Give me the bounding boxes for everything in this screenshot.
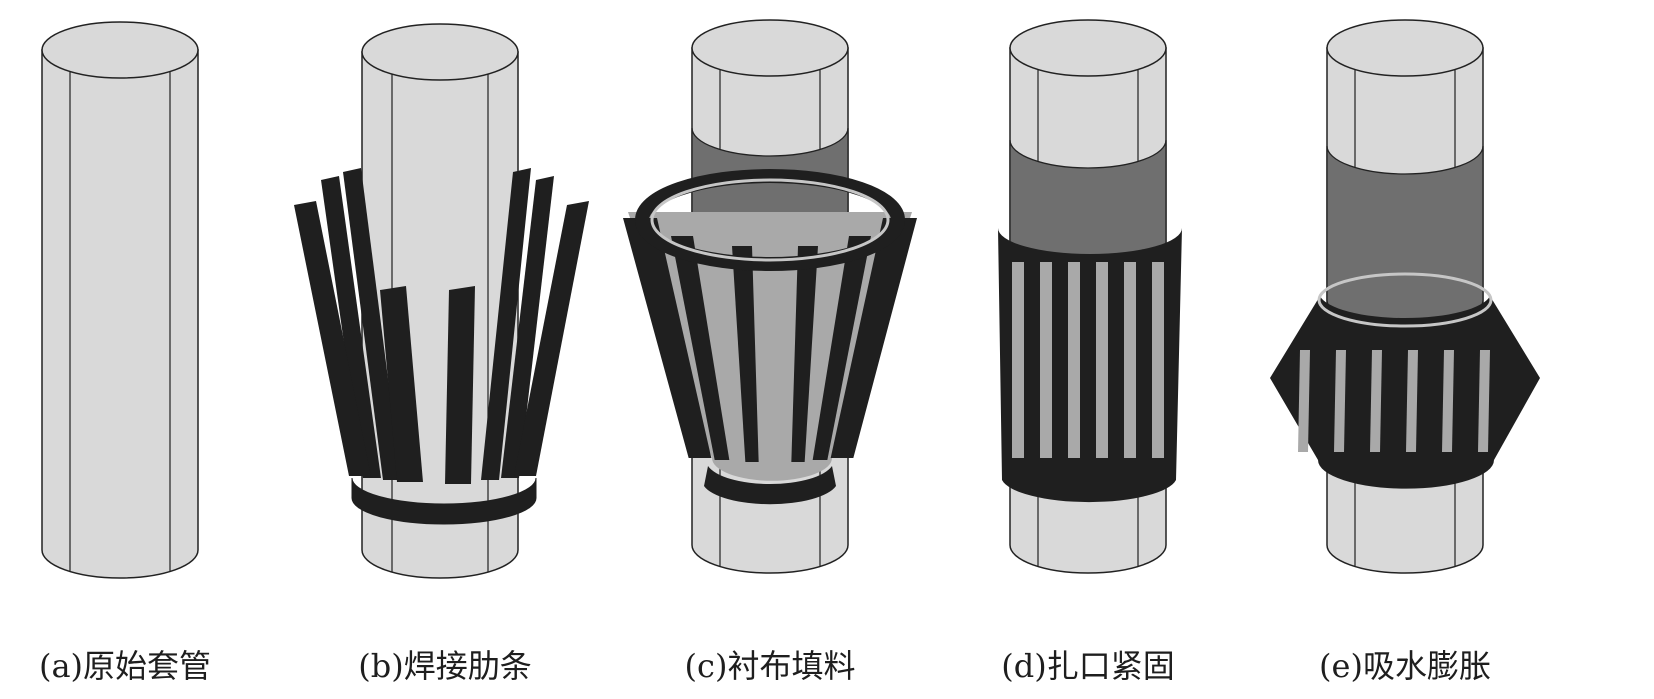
collar-b xyxy=(351,477,537,525)
gap-d-5 xyxy=(1152,262,1164,458)
panel-e xyxy=(1270,19,1540,574)
rib-b-6 xyxy=(380,286,423,482)
gap-e-2 xyxy=(1370,350,1382,452)
panel-a xyxy=(41,21,199,579)
casing-d-top xyxy=(1009,19,1167,77)
rib-b-3 xyxy=(501,176,554,478)
gap-d-0 xyxy=(1012,262,1024,458)
rim-inner-c xyxy=(650,178,890,262)
rib-b-5 xyxy=(514,201,589,476)
rim-e xyxy=(1317,272,1493,328)
rib-b-1 xyxy=(343,168,401,480)
gap-d-2 xyxy=(1068,262,1080,458)
gap-e-5 xyxy=(1478,350,1490,452)
panel-b xyxy=(294,23,589,579)
rib-b-7 xyxy=(445,286,475,484)
caption-e: (e)吸水膨胀 xyxy=(1319,647,1491,685)
caption-d: (d)扎口紧固 xyxy=(1001,647,1175,685)
rib-c-0 xyxy=(623,218,712,458)
caption-a: (a)原始套管 xyxy=(38,647,212,685)
casing-a-top xyxy=(41,21,199,79)
rib-b-2 xyxy=(481,168,531,480)
casing-c-top xyxy=(691,19,849,77)
gap-d-1 xyxy=(1040,262,1052,458)
collar-c xyxy=(704,466,836,505)
rib-c-2 xyxy=(732,246,759,462)
rib-c-3 xyxy=(791,246,818,462)
rib-c-5 xyxy=(830,218,917,458)
gap-e-4 xyxy=(1442,350,1454,452)
gap-e-0 xyxy=(1298,350,1310,452)
caption-b: (b)焊接肋条 xyxy=(358,647,532,685)
rib-b-0 xyxy=(321,176,381,478)
casing-b-top xyxy=(361,23,519,81)
rib-c-4 xyxy=(812,236,871,460)
caption-c: (c)衬布填料 xyxy=(684,647,856,685)
gap-d-3 xyxy=(1096,262,1108,458)
rim-c xyxy=(635,169,905,271)
casing-e-top xyxy=(1326,19,1484,77)
gap-e-1 xyxy=(1334,350,1346,452)
casing-a-body xyxy=(41,49,199,579)
panel-c xyxy=(623,19,917,574)
panel-d xyxy=(998,19,1182,574)
gap-e-3 xyxy=(1406,350,1418,452)
rib-b-4 xyxy=(294,201,371,476)
gap-d-4 xyxy=(1124,262,1136,458)
rib-c-1 xyxy=(671,236,730,460)
